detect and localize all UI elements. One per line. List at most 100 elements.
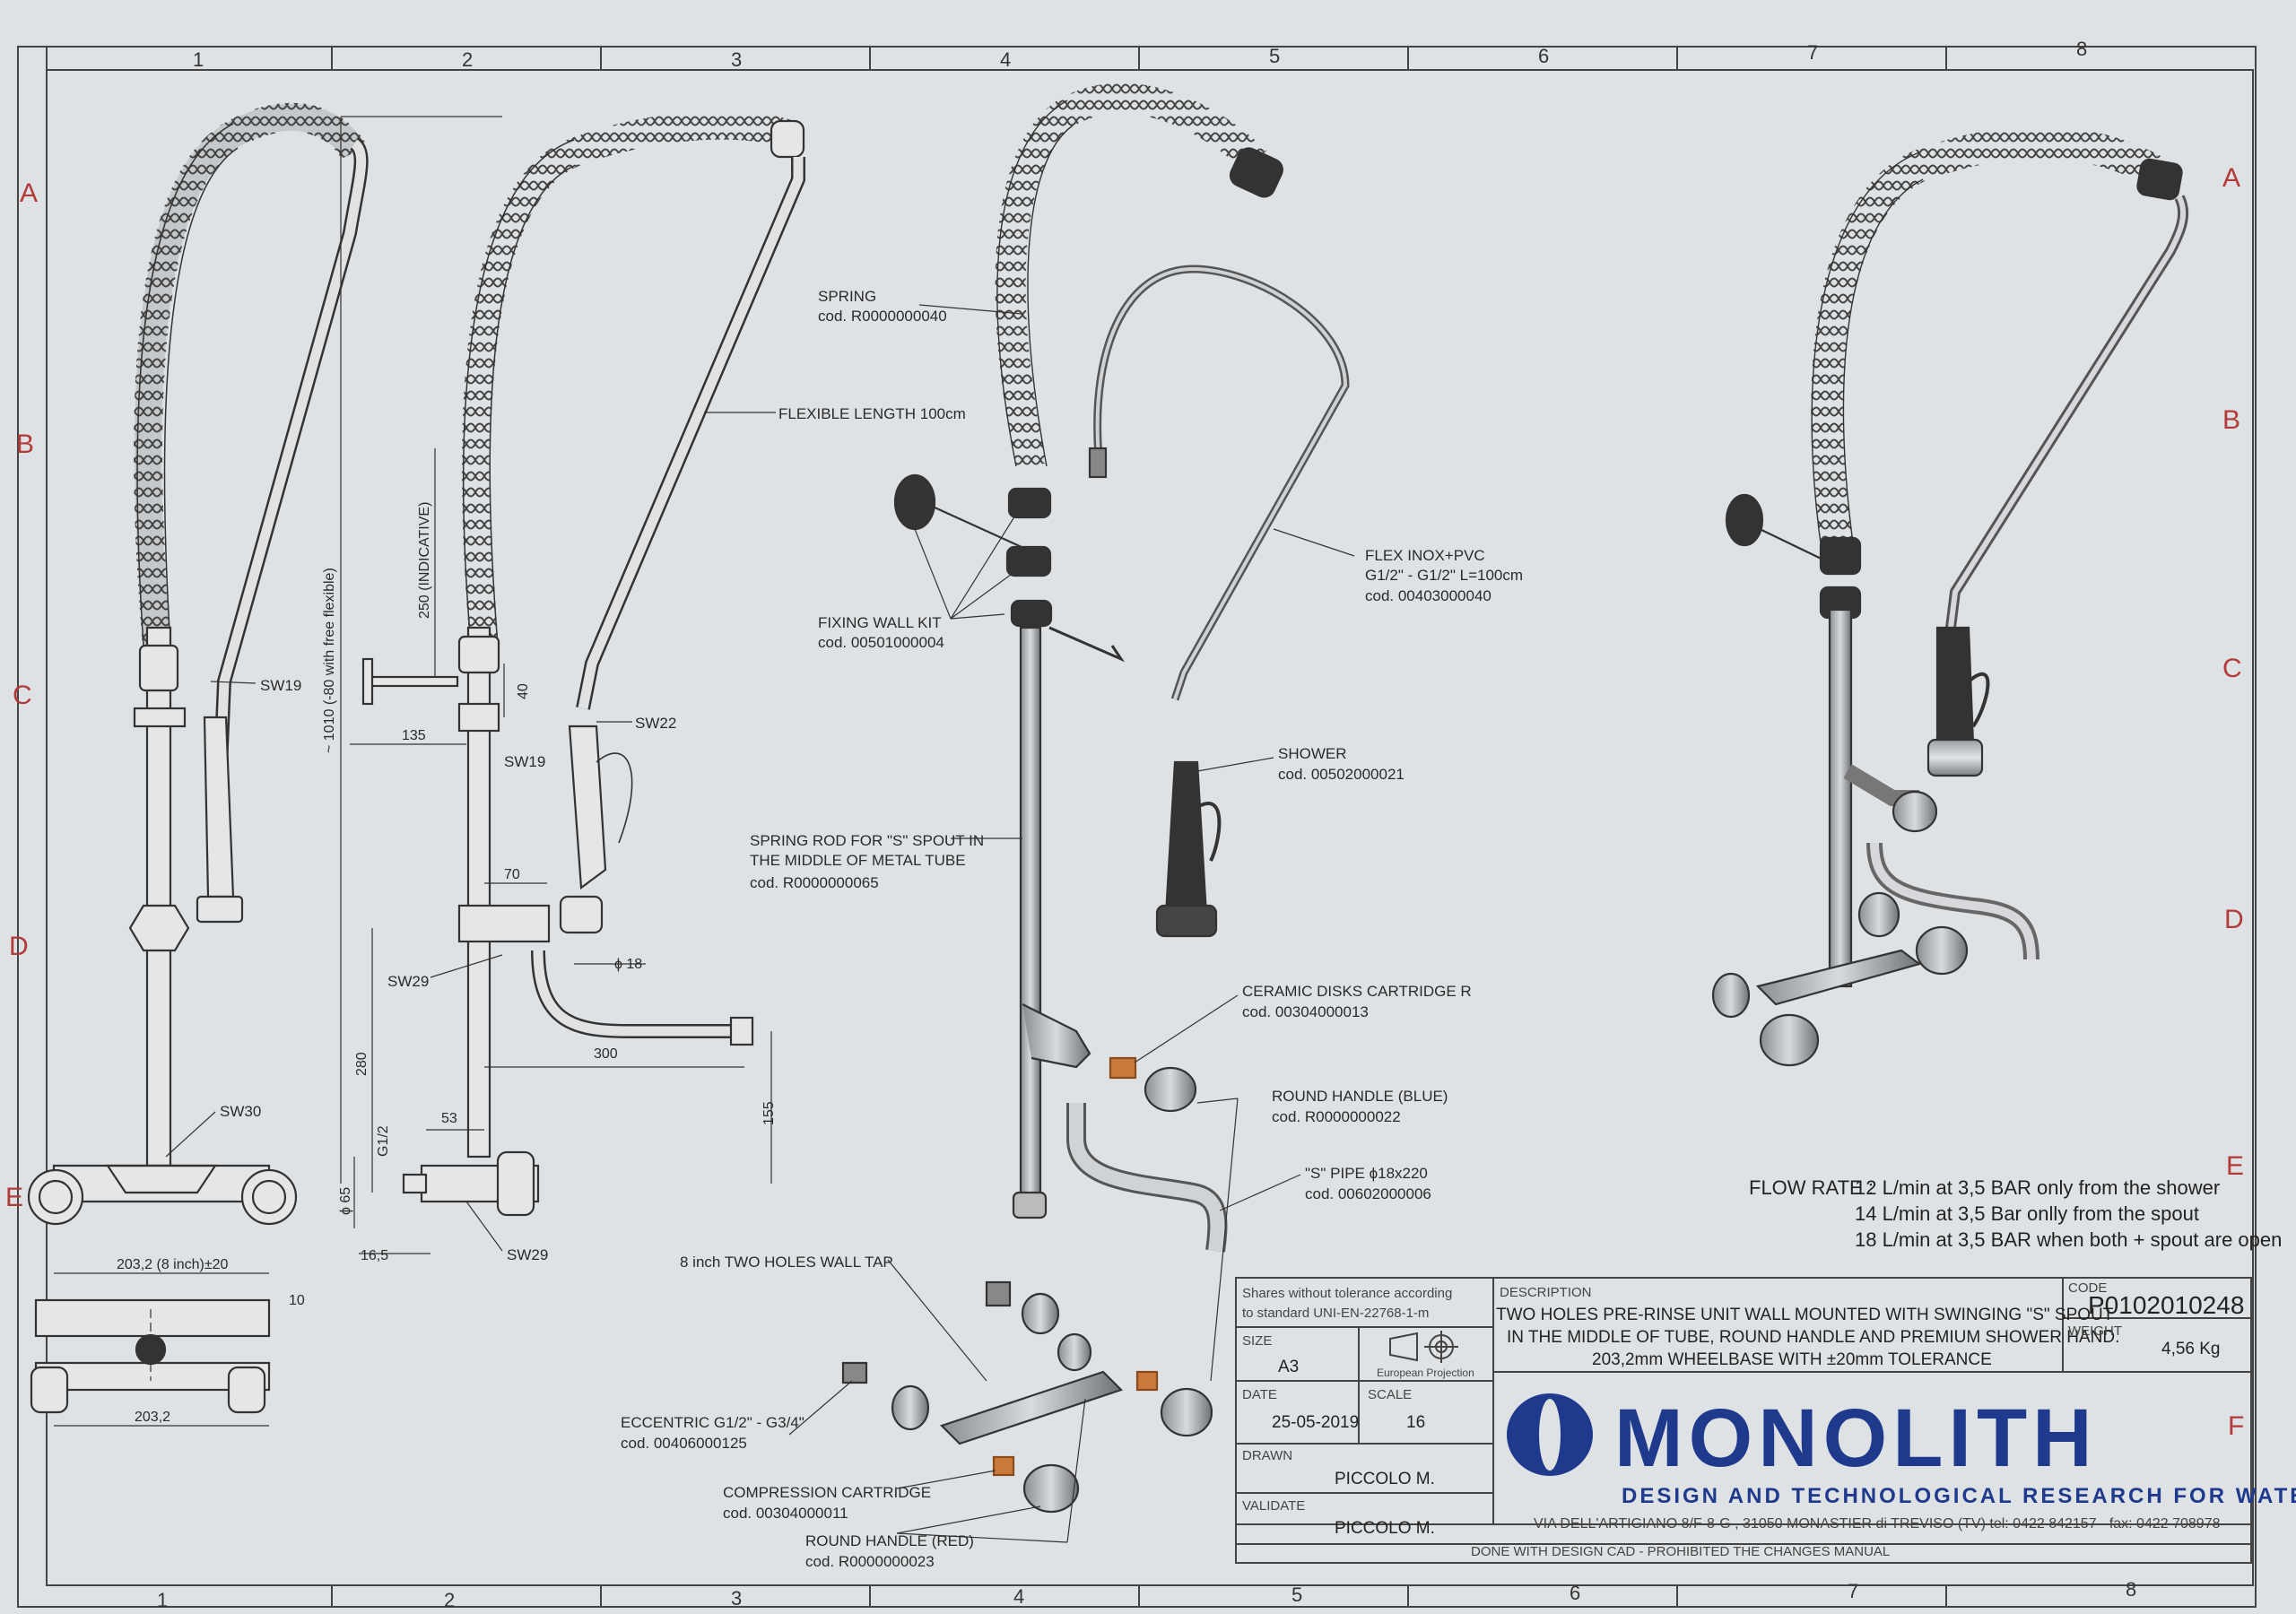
grid-col-5-bottom: 5 bbox=[1292, 1584, 1302, 1606]
description-line-1: TWO HOLES PRE-RINSE UNIT WALL MOUNTED WI… bbox=[1496, 1306, 2114, 1324]
part-spring-code: cod. R0000000040 bbox=[818, 308, 947, 325]
description-label: DESCRIPTION bbox=[1500, 1285, 1592, 1300]
exploded-view-labels: SPRING cod. R0000000040 FIXING WALL KIT … bbox=[621, 288, 1523, 1570]
part-compression-cartridge-code: cod. 00304000011 bbox=[723, 1505, 848, 1522]
title-block: Shares without tolerance according to st… bbox=[1235, 1277, 2296, 1564]
weight-value: 4,56 Kg bbox=[2161, 1340, 2221, 1358]
date-label: DATE bbox=[1242, 1387, 1277, 1402]
exploded-view-drawing bbox=[788, 82, 1355, 1543]
label-sw19-side: SW19 bbox=[504, 753, 545, 770]
part-shower-code: cod. 00502000021 bbox=[1278, 766, 1405, 783]
size-label: SIZE bbox=[1242, 1333, 1272, 1349]
part-eccentric-name: ECCENTRIC G1/2" - G3/4" bbox=[621, 1414, 804, 1431]
grid-col-1: 1 bbox=[193, 48, 204, 71]
size-value: A3 bbox=[1278, 1358, 1299, 1376]
code-label: CODE bbox=[2068, 1280, 2107, 1296]
part-wall-tap-name: 8 inch TWO HOLES WALL TAP bbox=[680, 1254, 893, 1271]
grid-col-8-bottom: 8 bbox=[2126, 1578, 2136, 1601]
weight-label: WEIGHT bbox=[2068, 1323, 2122, 1339]
label-sw22: SW22 bbox=[635, 715, 676, 732]
grid-col-3-bottom: 3 bbox=[731, 1587, 742, 1610]
company-address: VIA DELL'ARTIGIANO 8/F-8-G , 31050 MONAS… bbox=[1534, 1516, 2221, 1532]
grid-row-a-right: A bbox=[2222, 163, 2240, 193]
dim-40: 40 bbox=[516, 683, 531, 699]
flow-rate-line-1: 12 L/min at 3,5 BAR only from the shower bbox=[1855, 1176, 2220, 1199]
label-sw29-lower: SW29 bbox=[507, 1246, 548, 1263]
dim-phi65: ϕ 65 bbox=[338, 1187, 353, 1215]
part-flex-name2: G1/2" - G1/2" L=100cm bbox=[1365, 567, 1523, 584]
grid-col-4: 4 bbox=[1000, 48, 1011, 71]
date-value: 25-05-2019 bbox=[1272, 1413, 1359, 1432]
part-round-handle-blue-code: cod. R0000000022 bbox=[1272, 1108, 1401, 1125]
part-round-handle-blue-name: ROUND HANDLE (BLUE) bbox=[1272, 1088, 1448, 1105]
brand-name: MONOLITH bbox=[1614, 1393, 2098, 1484]
dim-53: 53 bbox=[441, 1111, 457, 1126]
grid-col-2: 2 bbox=[462, 48, 473, 71]
part-shower-name: SHOWER bbox=[1278, 745, 1347, 762]
product-code: P0102010248 bbox=[2088, 1291, 2244, 1319]
grid-row-e: E bbox=[5, 1183, 23, 1212]
front-view-drawing bbox=[27, 102, 369, 1427]
grid-row-f-right: F bbox=[2228, 1411, 2244, 1441]
label-sw30: SW30 bbox=[220, 1103, 261, 1120]
front-view-labels: SW19 SW30 203,2 (8 inch)±20 10 203,2 bbox=[117, 677, 305, 1425]
label-sw29-upper: SW29 bbox=[387, 973, 429, 990]
side-view-labels: ~ 1010 (-80 with free flexible) 250 (IND… bbox=[322, 405, 966, 1263]
part-spring-name: SPRING bbox=[818, 288, 876, 305]
tolerance-line-1: Shares without tolerance according bbox=[1242, 1286, 1452, 1301]
part-compression-cartridge-name: COMPRESSION CARTRIDGE bbox=[723, 1484, 931, 1501]
grid-col-7-bottom: 7 bbox=[1848, 1580, 1858, 1602]
validate-value: PICCOLO M. bbox=[1335, 1519, 1435, 1538]
grid-row-d-right: D bbox=[2224, 905, 2244, 934]
footer-note: DONE WITH DESIGN CAD - PROHIBITED THE CH… bbox=[1471, 1544, 1890, 1559]
description-line-2: IN THE MIDDLE OF TUBE, ROUND HANDLE AND … bbox=[1507, 1328, 2119, 1347]
validate-label: VALIDATE bbox=[1242, 1498, 1305, 1514]
monolith-logo-icon bbox=[1507, 1393, 1593, 1476]
assembled-3d-view bbox=[1711, 126, 2189, 1067]
flow-rate-notes: FLOW RATE : 12 L/min at 3,5 BAR only fro… bbox=[1749, 1176, 2282, 1251]
dim-phi18: ϕ 18 bbox=[614, 957, 642, 972]
grid-col-4-bottom: 4 bbox=[1013, 1585, 1024, 1608]
label-flexible-length: FLEXIBLE LENGTH 100cm bbox=[778, 405, 966, 422]
part-spring-rod-name: SPRING ROD FOR "S" SPOUT IN bbox=[750, 832, 984, 849]
dim-1010: ~ 1010 (-80 with free flexible) bbox=[322, 568, 337, 753]
brand-tagline: DESIGN AND TECHNOLOGICAL RESEARCH FOR WA… bbox=[1622, 1484, 2296, 1508]
grid-col-3: 3 bbox=[731, 48, 742, 71]
grid-row-a: A bbox=[20, 178, 38, 208]
dim-g12: G1/2 bbox=[376, 1125, 391, 1157]
grid-column-labels: 1 2 3 4 5 6 7 8 1 2 3 4 5 6 7 8 bbox=[157, 38, 2136, 1611]
scale-label: SCALE bbox=[1368, 1387, 1412, 1402]
drawn-label: DRAWN bbox=[1242, 1448, 1292, 1463]
part-ceramic-cartridge-name: CERAMIC DISKS CARTRIDGE R bbox=[1242, 983, 1472, 1000]
description-line-3: 203,2mm WHEELBASE WITH ±20mm TOLERANCE bbox=[1592, 1350, 1992, 1369]
part-spring-rod-name2: THE MIDDLE OF METAL TUBE bbox=[750, 852, 966, 869]
grid-row-b: B bbox=[16, 430, 34, 459]
tolerance-line-2: to standard UNI-EN-22768-1-m bbox=[1242, 1306, 1429, 1321]
flow-rate-line-3: 18 L/min at 3,5 BAR when both + spout ar… bbox=[1855, 1228, 2282, 1251]
drawing-frame bbox=[17, 46, 2257, 1608]
projection-label: European Projection bbox=[1377, 1367, 1474, 1379]
grid-row-labels: A B C D E A B C D E F bbox=[5, 163, 2244, 1441]
part-fixing-wall-kit-code: cod. 00501000004 bbox=[818, 634, 944, 651]
dim-300: 300 bbox=[594, 1046, 618, 1062]
grid-col-7: 7 bbox=[1807, 41, 1818, 64]
part-s-pipe-name: "S" PIPE ϕ18x220 bbox=[1305, 1165, 1428, 1182]
flow-rate-line-2: 14 L/min at 3,5 Bar onlly from the spout bbox=[1855, 1202, 2199, 1225]
grid-row-d: D bbox=[9, 932, 29, 961]
grid-col-2-bottom: 2 bbox=[444, 1589, 455, 1611]
part-round-handle-red-name: ROUND HANDLE (RED) bbox=[805, 1532, 974, 1549]
part-s-pipe-code: cod. 00602000006 bbox=[1305, 1185, 1431, 1202]
part-ceramic-cartridge-code: cod. 00304000013 bbox=[1242, 1003, 1369, 1020]
grid-row-e-right: E bbox=[2226, 1151, 2244, 1181]
dim-250: 250 (INDICATIVE) bbox=[417, 502, 432, 619]
flow-rate-label: FLOW RATE : bbox=[1749, 1176, 1874, 1199]
dim-wheelbase-bottom: 203,2 bbox=[135, 1410, 170, 1425]
scale-value: 16 bbox=[1406, 1413, 1425, 1432]
drawn-value: PICCOLO M. bbox=[1335, 1470, 1435, 1488]
projection-symbol-icon bbox=[1389, 1331, 1458, 1363]
dim-155: 155 bbox=[761, 1101, 777, 1125]
grid-row-b-right: B bbox=[2222, 405, 2240, 435]
grid-col-5: 5 bbox=[1269, 45, 1280, 67]
grid-col-8: 8 bbox=[2076, 38, 2087, 60]
part-flex-code: cod. 00403000040 bbox=[1365, 587, 1492, 604]
